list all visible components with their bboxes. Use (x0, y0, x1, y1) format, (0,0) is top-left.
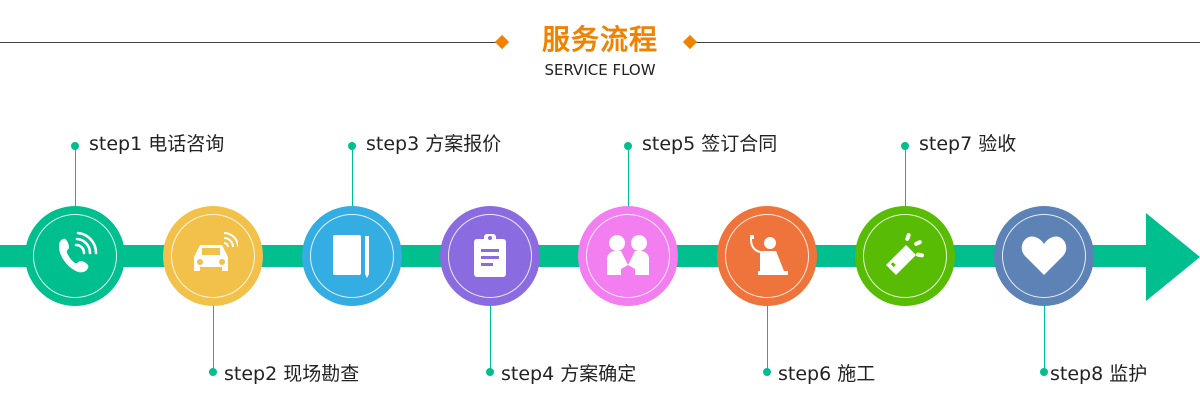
step-label: step3 方案报价 (366, 133, 502, 155)
step-circle (302, 206, 402, 306)
step-dot (763, 368, 771, 376)
heart-icon (1019, 231, 1069, 281)
step-connector (75, 146, 76, 206)
step-ring (1002, 214, 1086, 298)
step-connector (213, 306, 214, 372)
step-label: step7 验收 (919, 133, 1017, 155)
flashlight-icon (880, 231, 930, 281)
step-connector (490, 306, 491, 372)
step-connector (628, 146, 629, 206)
step-connector (352, 146, 353, 206)
step-ring (725, 214, 809, 298)
step-ring (863, 214, 947, 298)
step-dot (486, 368, 494, 376)
step-circle (163, 206, 263, 306)
step-label: step2 现场勘查 (224, 363, 360, 385)
step-label: step6 施工 (778, 363, 876, 385)
step-ring (33, 214, 117, 298)
step-circle (578, 206, 678, 306)
step-label: step8 监护 (1050, 363, 1148, 385)
step-ring (448, 214, 532, 298)
header-line-left (0, 42, 497, 43)
step-circle (25, 206, 125, 306)
notebook-pen-icon (327, 231, 377, 281)
step-dot (1040, 368, 1048, 376)
step-circle (717, 206, 817, 306)
phone-icon (50, 231, 100, 281)
step-label: step4 方案确定 (501, 363, 637, 385)
step-ring (171, 214, 255, 298)
step-label: step5 签订合同 (642, 133, 778, 155)
step-dot (71, 142, 79, 150)
header-line-right (693, 42, 1200, 43)
step-dot (901, 142, 909, 150)
step-circle (440, 206, 540, 306)
step-connector (1044, 306, 1045, 372)
step-dot (348, 142, 356, 150)
handshake-people-icon (603, 231, 653, 281)
step-label: step1 电话咨询 (89, 133, 225, 155)
step-ring (310, 214, 394, 298)
step-connector (905, 146, 906, 206)
section-subtitle: SERVICE FLOW (544, 61, 656, 79)
car-icon (188, 231, 239, 281)
section-title: 服务流程 (541, 23, 658, 56)
step-connector (767, 306, 768, 372)
step-circle (855, 206, 955, 306)
step-circle (994, 206, 1094, 306)
flow-arrowhead (1146, 213, 1200, 301)
worker-icon (742, 231, 792, 281)
clipboard-icon (465, 231, 515, 281)
step-dot (624, 142, 632, 150)
step-ring (586, 214, 670, 298)
step-dot (209, 368, 217, 376)
